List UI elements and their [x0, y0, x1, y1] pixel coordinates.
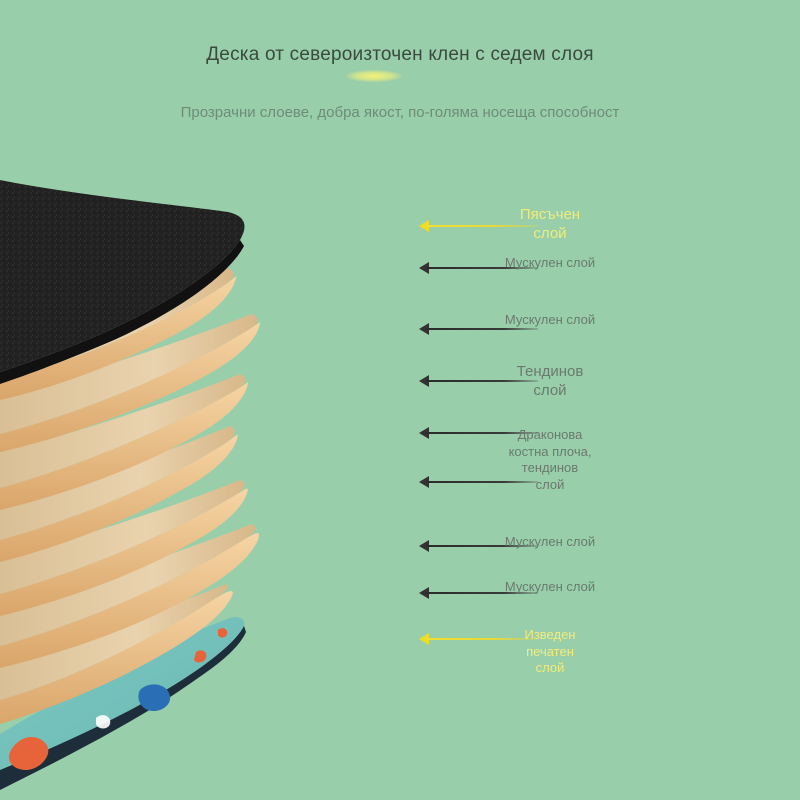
arrow-left-icon — [419, 262, 538, 274]
maple-veneers — [0, 268, 261, 724]
page-title: Деска от североизточен клен с седем слоя — [206, 44, 594, 65]
layer-label: Тендинов слой — [516, 363, 584, 399]
arrow-left-icon — [419, 323, 538, 335]
layer-label: Пясъчен слой — [519, 206, 581, 242]
arrow-left-icon — [419, 375, 538, 387]
printed-layer — [0, 617, 246, 790]
page-subtitle: Прозрачни слоеве, добра якост, по-голяма… — [180, 104, 620, 121]
arrow-left-icon — [419, 427, 538, 439]
arrow-left-icon — [419, 476, 538, 488]
layer-label: Мускулен слой — [504, 579, 596, 594]
layer-label: Изведен печатен слой — [524, 627, 576, 675]
layer-label: Мускулен слой — [504, 312, 596, 327]
layer-label: Мускулен слой — [504, 534, 596, 549]
arrow-left-icon — [419, 540, 538, 552]
layer-label: Драконова костна плоча, тендинов слой — [508, 427, 592, 492]
arrow-left-icon — [419, 633, 538, 645]
arrow-left-icon — [419, 587, 538, 599]
grip-tape-layer — [0, 180, 245, 384]
layer-label: Мускулен слой — [504, 255, 596, 270]
title-highlight — [346, 70, 402, 82]
arrow-left-icon — [419, 220, 538, 232]
